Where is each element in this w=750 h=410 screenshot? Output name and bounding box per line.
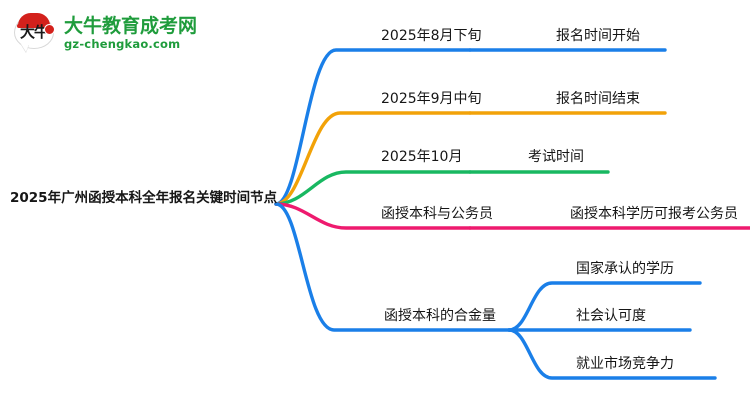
connector-branch-5-child-1 bbox=[507, 281, 702, 332]
mindmap-node-branch-4[interactable]: 函授本科与公务员 bbox=[381, 206, 493, 222]
mindmap-node-branch-2[interactable]: 2025年9月中旬 bbox=[381, 91, 482, 107]
logo-cap-band-shape bbox=[17, 24, 51, 28]
connector-branch-1 bbox=[274, 48, 472, 206]
mindmap-node-branch-5-child-1[interactable]: 国家承认的学历 bbox=[576, 261, 674, 277]
mindmap-node-branch-1-child-1[interactable]: 报名时间开始 bbox=[556, 28, 640, 44]
logo-dot-icon bbox=[44, 24, 55, 35]
speech-bubble-tail-icon bbox=[21, 44, 29, 52]
connector-branch-5-child-3 bbox=[507, 328, 717, 380]
mindmap-node-branch-2-child-1[interactable]: 报名时间结束 bbox=[556, 91, 640, 107]
logo-text-block: 大牛教育成考网 gz-chengkao.com bbox=[64, 14, 198, 51]
connector-branch-2 bbox=[274, 111, 472, 206]
logo-subtitle: gz-chengkao.com bbox=[64, 36, 181, 51]
site-logo: 大牛 大牛教育成考网 gz-chengkao.com bbox=[12, 8, 202, 58]
mindmap-node-branch-3[interactable]: 2025年10月 bbox=[381, 149, 463, 165]
logo-mark-text: 大牛 bbox=[19, 23, 49, 41]
mindmap-node-branch-1[interactable]: 2025年8月下旬 bbox=[381, 28, 482, 44]
connector-branch-4 bbox=[274, 202, 472, 230]
mindmap-node-branch-3-child-1[interactable]: 考试时间 bbox=[528, 149, 584, 165]
mindmap-node-branch-5[interactable]: 函授本科的合金量 bbox=[384, 308, 496, 324]
logo-mark-icon: 大牛 bbox=[12, 11, 58, 55]
mindmap-node-branch-5-child-2[interactable]: 社会认可度 bbox=[576, 308, 646, 324]
connector-branch-3 bbox=[274, 170, 472, 206]
connector-branch-5 bbox=[274, 202, 511, 332]
mindmap-node-branch-5-child-3[interactable]: 就业市场竞争力 bbox=[576, 356, 674, 372]
mindmap-root-node[interactable]: 2025年广州函授本科全年报名关键时间节点 bbox=[10, 190, 278, 206]
logo-title: 大牛教育成考网 bbox=[64, 14, 198, 37]
mindmap-node-branch-4-child-1[interactable]: 函授本科学历可报考公务员 bbox=[570, 206, 738, 222]
